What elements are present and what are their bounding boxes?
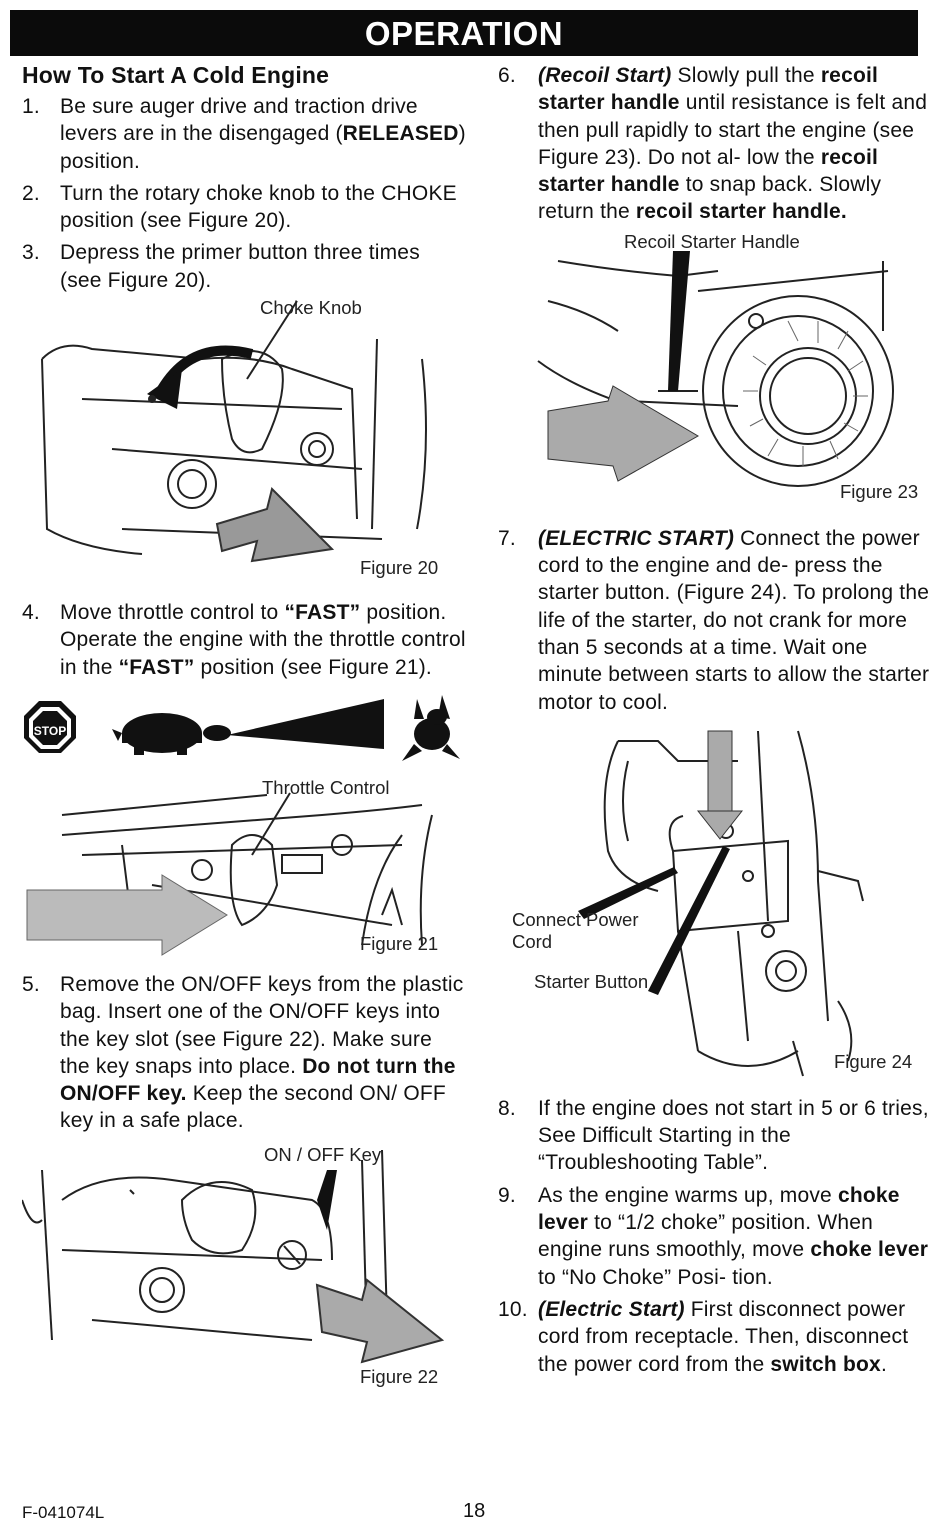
step-bold-text: Do not turn the ON/OFF key. [60,1054,456,1106]
step-number: 4. [22,601,40,625]
left-column: How To Start A Cold Engine 1. Be sure au… [22,62,467,1395]
step-bold-text: choke lever [538,1183,900,1235]
step-text: to “1/2 choke” position. When engine run… [538,1211,874,1262]
step-2: 2. Turn the rotary choke knob to the CHO… [22,180,467,235]
step-text: If the engine does not start in 5 or 6 t… [538,1096,929,1175]
electric-starter-illustration [578,730,864,1077]
step-number: 9. [498,1183,516,1207]
figure-24-caption: Figure 24 [834,1050,913,1072]
step-number: 6. [498,64,516,87]
step-text: position. Operate the engine with the th… [60,601,466,679]
step-text: until resistance is felt and then pull r… [538,91,928,169]
throttle-speed-icons: STOP [22,689,467,771]
throttle-control-illustration [26,792,433,956]
step-text: As the engine warms up, move [538,1183,838,1207]
step-bold-text: “FAST” [118,655,195,679]
starter-button-callout: Starter Button [534,970,649,992]
step-7: 7. (ELECTRIC START) Connect the power co… [498,525,930,716]
step-number: 3. [22,241,40,265]
figure-21-caption: Figure 21 [360,932,439,954]
on-off-key-illustration [22,1149,445,1364]
throttle-wedge [227,698,384,749]
step-3: 3. Depress the primer button three times… [22,239,467,294]
right-column: 6. (Recoil Start) Slowly pull the recoil… [498,62,930,1383]
figure-22: ON / OFF Key Figure 22 [22,1140,467,1395]
figure-21: Throttle Control Figure 21 [22,775,467,961]
step-9: 9. As the engine warms up, move choke le… [498,1182,930,1291]
rabbit-icon [402,694,460,761]
step-text: position (see Figure 21). [194,655,432,679]
step-text: . [880,1352,887,1376]
step-1: 1. Be sure auger drive and traction driv… [22,93,467,175]
step-bold-text: recoil starter handle [538,64,879,115]
step-number: 7. [498,526,516,550]
figure-22-caption: Figure 22 [360,1365,439,1387]
step-text: to snap back. Slowly return the [538,173,882,224]
stop-icon-text: STOP [34,724,66,738]
step-mode-label: (ELECTRIC START) [538,526,735,550]
step-text: Remove the ON/OFF keys from the plastic … [60,972,464,1078]
step-text: Be sure auger drive and traction drive l… [60,95,418,146]
step-mode-label: (Electric Start) [538,1297,685,1321]
step-text: Connect the power cord to the engine and… [538,526,930,714]
step-number: 8. [498,1096,516,1120]
step-10: 10. (Electric Start) First disconnect po… [498,1296,930,1378]
page-number: 18 [463,1500,486,1522]
step-text: to “No Choke” Posi- tion. [538,1265,773,1289]
figure-20: Choke Knob Figure 20 [22,297,467,583]
connect-power-cord-callout: Connect Power Cord [512,908,639,952]
step-number: 2. [22,181,40,205]
choke-knob-illustration [41,300,427,563]
step-text: Keep the second ON/ OFF key in a safe pl… [60,1082,446,1133]
on-off-key-callout: ON / OFF Key [264,1143,382,1165]
step-text: Depress the primer button three times (s… [60,241,420,292]
step-5: 5. Remove the ON/OFF keys from the plast… [22,971,467,1135]
step-text: Slowly pull the [671,64,821,87]
page-banner-title: OPERATION [10,10,918,56]
step-4: 4. Move throttle control to “FAST” posit… [22,599,467,681]
step-bold-text: choke lever [810,1238,929,1262]
step-number: 5. [22,972,40,996]
recoil-starter-illustration [537,250,894,487]
figure-20-caption: Figure 20 [360,557,439,579]
step-6: 6. (Recoil Start) Slowly pull the recoil… [498,62,930,226]
step-text: First disconnect power cord from recepta… [538,1297,909,1376]
figure-23: Recoil Starter Handle [498,231,930,521]
step-text: Move throttle control to [60,601,285,625]
throttle-control-callout: Throttle Control [262,776,390,798]
step-bold-text: “FAST” [284,601,361,625]
document-code: F-041074L [22,1503,105,1522]
step-bold-text: recoil starter handle. [635,200,847,224]
step-text: Turn the rotary choke knob to the CHOKE … [60,181,457,233]
figure-23-caption: Figure 23 [840,480,919,502]
choke-knob-callout: Choke Knob [260,297,362,319]
step-bold-text: RELEASED [342,122,459,146]
step-8: 8. If the engine does not start in 5 or … [498,1095,930,1177]
step-mode-label: (Recoil Start) [538,64,672,87]
step-bold-text: recoil starter handle [538,145,879,197]
section-heading: How To Start A Cold Engine [22,62,330,88]
step-number: 10. [498,1297,528,1321]
step-bold-text: switch box [770,1352,881,1376]
stop-icon: STOP [24,700,76,753]
recoil-starter-handle-callout: Recoil Starter Handle [624,230,800,252]
turtle-icon [112,712,231,755]
figure-24: Connect Power Cord Starter Button Figure… [498,721,930,1091]
step-text: ) position. [60,122,466,173]
step-number: 1. [22,95,40,118]
